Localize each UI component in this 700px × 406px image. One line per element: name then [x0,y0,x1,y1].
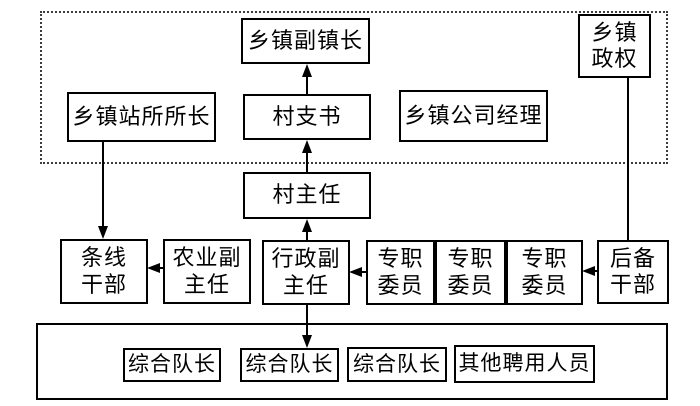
connector-station-chief-to-line-cadre-arrowhead [98,226,108,239]
connector-station-chief-to-line-cadre-line [102,141,104,227]
connector-committee1-to-admin-deputy-arrowhead [349,267,362,277]
node-township-power: 乡镇 政权 [578,14,651,78]
node-full-time-committee-3: 专职 委员 [506,240,583,305]
node-general-team-leader-2: 综合队长 [240,348,339,382]
connector-admin-deputy-to-team-leader-line [306,304,308,336]
node-full-time-committee-2: 专职 委员 [435,240,506,305]
node-general-team-leader-3: 综合队长 [347,347,447,382]
node-township-company-manager: 乡镇公司经理 [399,90,548,142]
connector-admin-deputy-to-team-leader-arrowhead [302,335,312,348]
node-administration-deputy-head: 行政副 主任 [262,240,350,305]
connector-power-to-reserve-cadre-line [627,77,629,241]
connector-committee1-to-admin-deputy-line [360,271,367,273]
connector-reserve-to-committee3-line [593,270,598,272]
node-township-station-chief: 乡镇站所所长 [67,92,216,142]
township-level-dotted-region [40,11,668,164]
connector-agri-deputy-to-line-cadre-line [158,267,164,269]
node-village-head: 村主任 [243,172,371,219]
node-line-cadre: 条线 干部 [60,239,148,304]
connector-reserve-to-committee3-arrowhead [582,266,595,276]
connector-agri-deputy-to-line-cadre-arrowhead [147,263,160,273]
node-full-time-committee-1: 专职 委员 [366,240,435,305]
connector-head-to-secretary-arrowhead [302,140,312,153]
node-village-party-secretary: 村支书 [243,94,371,140]
node-reserve-cadre: 后备 干部 [597,240,669,304]
connector-secretary-to-deputy-mayor-line [306,75,308,95]
node-agriculture-deputy-head: 农业副 主任 [163,239,251,304]
hired-staff-solid-region [36,323,668,400]
connector-head-to-secretary-line [306,151,308,173]
node-general-team-leader-1: 综合队长 [123,348,221,382]
node-other-hired-staff: 其他聘用人员 [454,345,595,383]
connector-admin-deputy-to-head-line [306,230,308,241]
connector-secretary-to-deputy-mayor-arrowhead [302,64,312,77]
connector-admin-deputy-to-head-arrowhead [302,219,312,232]
node-township-deputy-mayor: 乡镇副镇长 [241,18,370,64]
